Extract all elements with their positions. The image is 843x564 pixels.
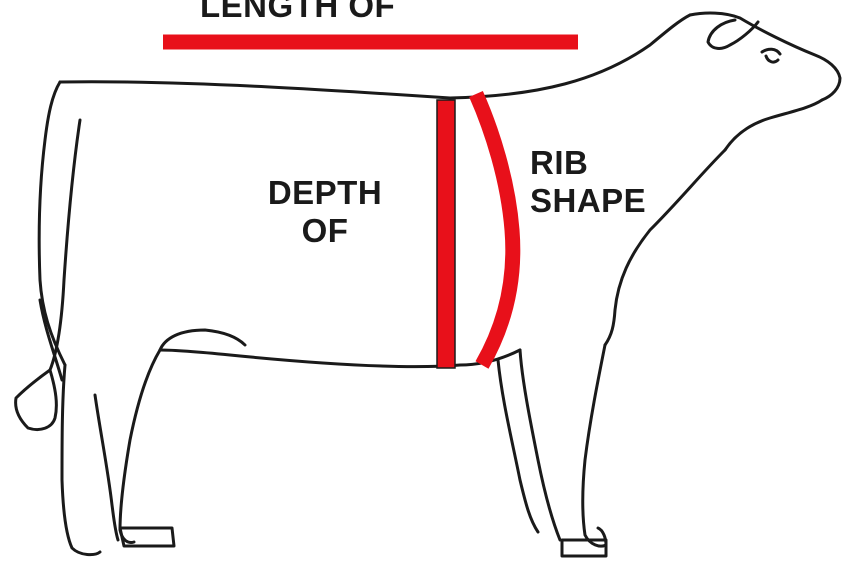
steer-hind-leg-back — [62, 365, 100, 555]
steer-flank — [160, 330, 245, 350]
rib-shape-label: RIB SHAPE — [530, 144, 646, 220]
rib-label-line2: SHAPE — [530, 182, 646, 220]
steer-rear-leg-inner — [95, 395, 118, 540]
depth-of-label: DEPTH OF — [262, 174, 388, 250]
steer-front-hoof — [562, 540, 606, 556]
steer-jaw — [725, 100, 822, 150]
steer-tail-switch — [16, 370, 57, 430]
steer-front-leg-back — [520, 350, 560, 540]
rib-label-line1: RIB — [530, 144, 646, 182]
length-of-text: LENGTH OF — [200, 0, 395, 24]
steer-outline — [16, 13, 840, 556]
steer-rear-leg-front — [120, 350, 160, 543]
steer-far-front-leg — [498, 360, 538, 532]
rib-shape-measure-line — [476, 94, 513, 365]
steer-eye — [762, 49, 780, 62]
depth-measure-line — [437, 100, 455, 368]
steer-tail — [50, 120, 80, 370]
depth-label-line2: OF — [262, 212, 388, 250]
length-of-label: LENGTH OF — [200, 0, 395, 25]
steer-underline — [160, 350, 520, 367]
depth-label-line1: DEPTH — [262, 174, 388, 212]
steer-topline — [60, 15, 690, 98]
steer-front-leg-front — [583, 345, 606, 546]
